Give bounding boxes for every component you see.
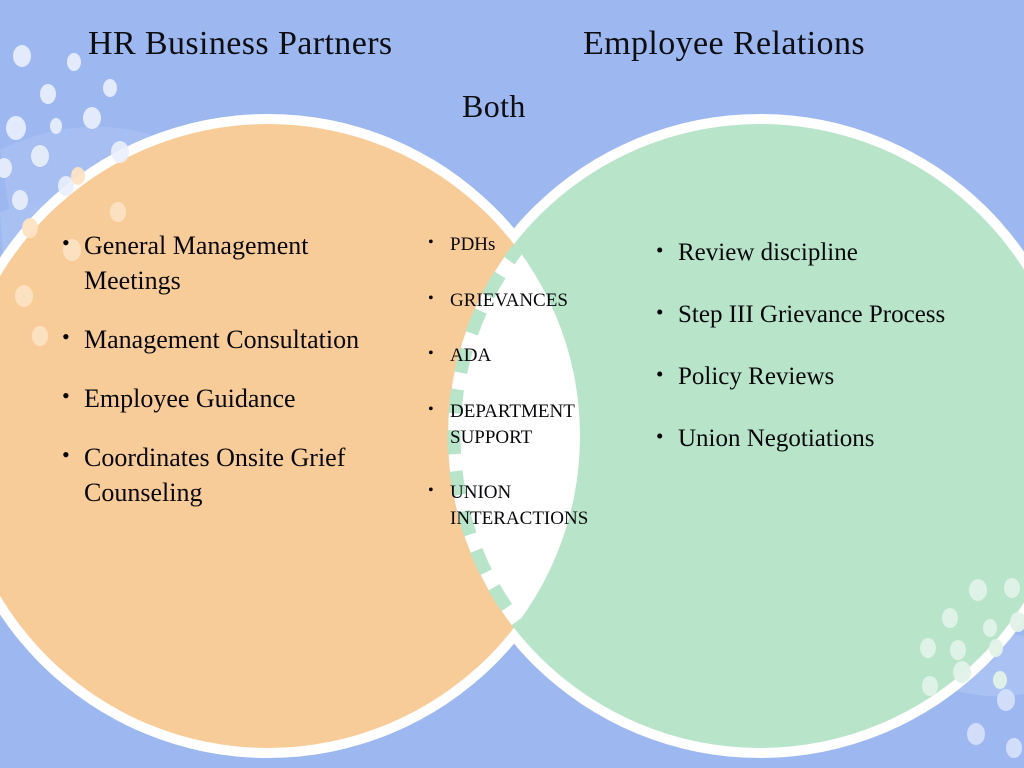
- decor-speckles-topleft: [0, 45, 129, 210]
- decor-speckles-bottomright: [920, 578, 1024, 696]
- list-item: Management Consultation: [58, 322, 398, 357]
- list-item: Coordinates Onsite Grief Counseling: [58, 440, 398, 510]
- overlap-title: Both: [462, 88, 526, 124]
- list-item: ADA: [424, 343, 620, 369]
- right-circle-list: Review discipline Step III Grievance Pro…: [652, 236, 952, 484]
- list-item: PDHs: [424, 232, 620, 258]
- right-circle-title: Employee Relations: [583, 25, 865, 62]
- list-item: Step III Grievance Process: [652, 298, 952, 332]
- list-item: UNION INTERACTIONS: [424, 480, 620, 531]
- left-circle-title: HR Business Partners: [88, 25, 393, 62]
- overlap-list: PDHs GRIEVANCES ADA DEPARTMENT SUPPORT U…: [424, 232, 620, 531]
- list-item: Policy Reviews: [652, 360, 952, 394]
- list-item: GRIEVANCES: [424, 288, 620, 314]
- list-item: DEPARTMENT SUPPORT: [424, 399, 620, 450]
- list-item: Employee Guidance: [58, 381, 398, 416]
- list-item: Union Negotiations: [652, 422, 952, 456]
- list-item: Review discipline: [652, 236, 952, 270]
- decor-speckles-bottomright-on-blue: [967, 689, 1022, 758]
- list-item: General Management Meetings: [58, 228, 398, 298]
- left-circle-list: General Management Meetings Management C…: [58, 228, 398, 535]
